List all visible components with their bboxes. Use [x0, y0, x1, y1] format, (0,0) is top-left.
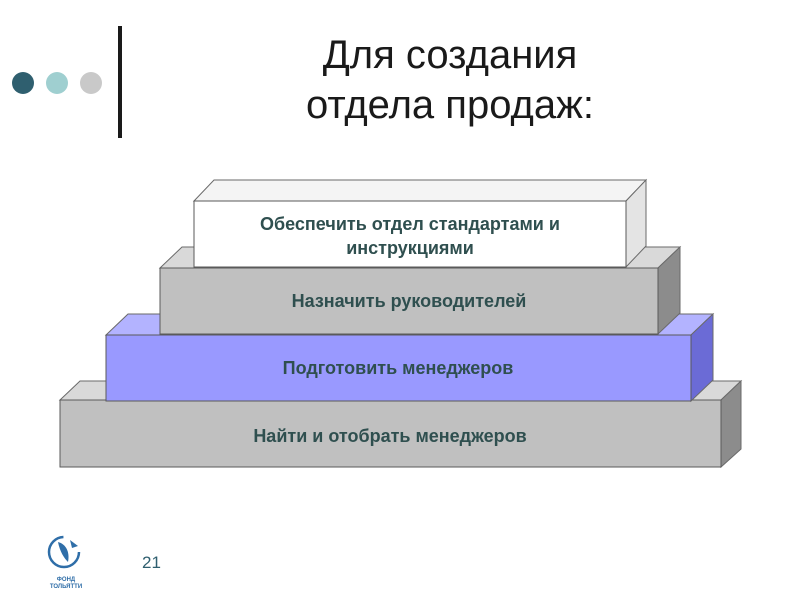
step-4-top	[192, 179, 648, 202]
step-3-label: Назначить руководителей	[292, 291, 527, 311]
step-4-label-line-2: инструкциями	[346, 238, 474, 258]
dot-teal	[46, 72, 68, 94]
step-2-front	[105, 334, 692, 402]
foundation-logo-icon	[47, 535, 81, 569]
slide-title: Для создания отдела продаж:	[150, 30, 750, 130]
step-1-front	[59, 399, 722, 468]
title-divider	[118, 26, 122, 138]
slide-title-line-1: Для создания	[322, 33, 578, 77]
step-1-label: Найти и отобрать менеджеров	[253, 426, 526, 446]
logo-caption: ФОНД ТОЛЬЯТТИ	[38, 577, 94, 591]
slide-title-line-2: отдела продаж:	[305, 83, 595, 127]
page-number: 21	[142, 553, 161, 572]
logo-caption-line-1: ФОНД	[56, 577, 76, 583]
step-2-label: Подготовить менеджеров	[283, 358, 514, 378]
step-4-label-line-1: Обеспечить отдел стандартами и	[260, 214, 560, 234]
step-4-front	[193, 200, 627, 268]
step-3-front	[159, 267, 659, 335]
dot-dark	[12, 72, 34, 94]
pyramid-step-4: Обеспечить отдел стандартами и инструкци…	[192, 178, 648, 269]
decorative-dots	[12, 72, 107, 96]
logo-caption-line-2: ТОЛЬЯТТИ	[49, 584, 83, 590]
dot-gray	[80, 72, 102, 94]
